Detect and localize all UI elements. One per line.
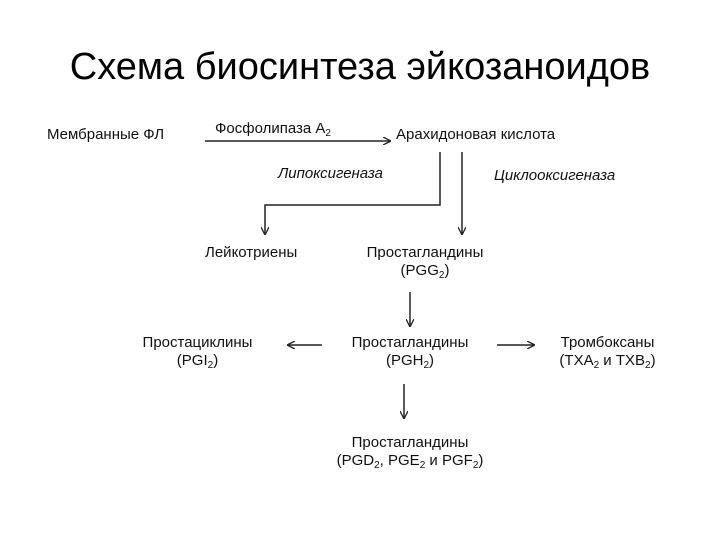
page-title: Схема биосинтеза эйкозаноидов: [69, 46, 651, 88]
thromboxanes-label: Тромбоксаны: [560, 334, 655, 351]
node-prostacyclins: Простациклины (PGI2): [130, 334, 265, 375]
node-prostaglandins-pgg: Простагландины (PGG2): [350, 244, 500, 285]
final-label: Простагландины: [351, 434, 469, 451]
pgh-formula: (PGH2): [385, 352, 435, 371]
pgg-label: Простагландины: [366, 244, 484, 261]
pgg-formula: (PGG2): [400, 262, 450, 281]
enzyme-cyclooxygenase: Циклооксигеназа: [494, 167, 616, 184]
pgh-label: Простагландины: [351, 334, 469, 351]
node-arachidonic-acid: Арахидоновая кислота: [396, 126, 556, 143]
enzyme-lipoxygenase: Липоксигеназа: [278, 165, 383, 182]
node-prostaglandins-pgh: Простагландины (PGH2): [335, 334, 485, 375]
node-leukotrienes: Лейкотриены: [205, 244, 298, 261]
node-prostaglandins-final: Простагландины (PGD2, PGE2 и PGF2): [310, 434, 510, 475]
prostacyclins-label: Простациклины: [142, 334, 253, 351]
node-thromboxanes: Тромбоксаны (TXA2 и TXB2): [540, 334, 675, 375]
node-membrane-pl: Мембранные ФЛ: [47, 126, 165, 143]
thromboxanes-formula: (TXA2 и TXB2): [559, 352, 656, 371]
enzyme-phospholipase: Фосфолипаза A2: [215, 120, 331, 139]
prostacyclins-formula: (PGI2): [176, 352, 219, 371]
arrow-acid-to-leukotrienes: [265, 152, 441, 234]
final-formula: (PGD2, PGE2 и PGF2): [336, 452, 484, 471]
